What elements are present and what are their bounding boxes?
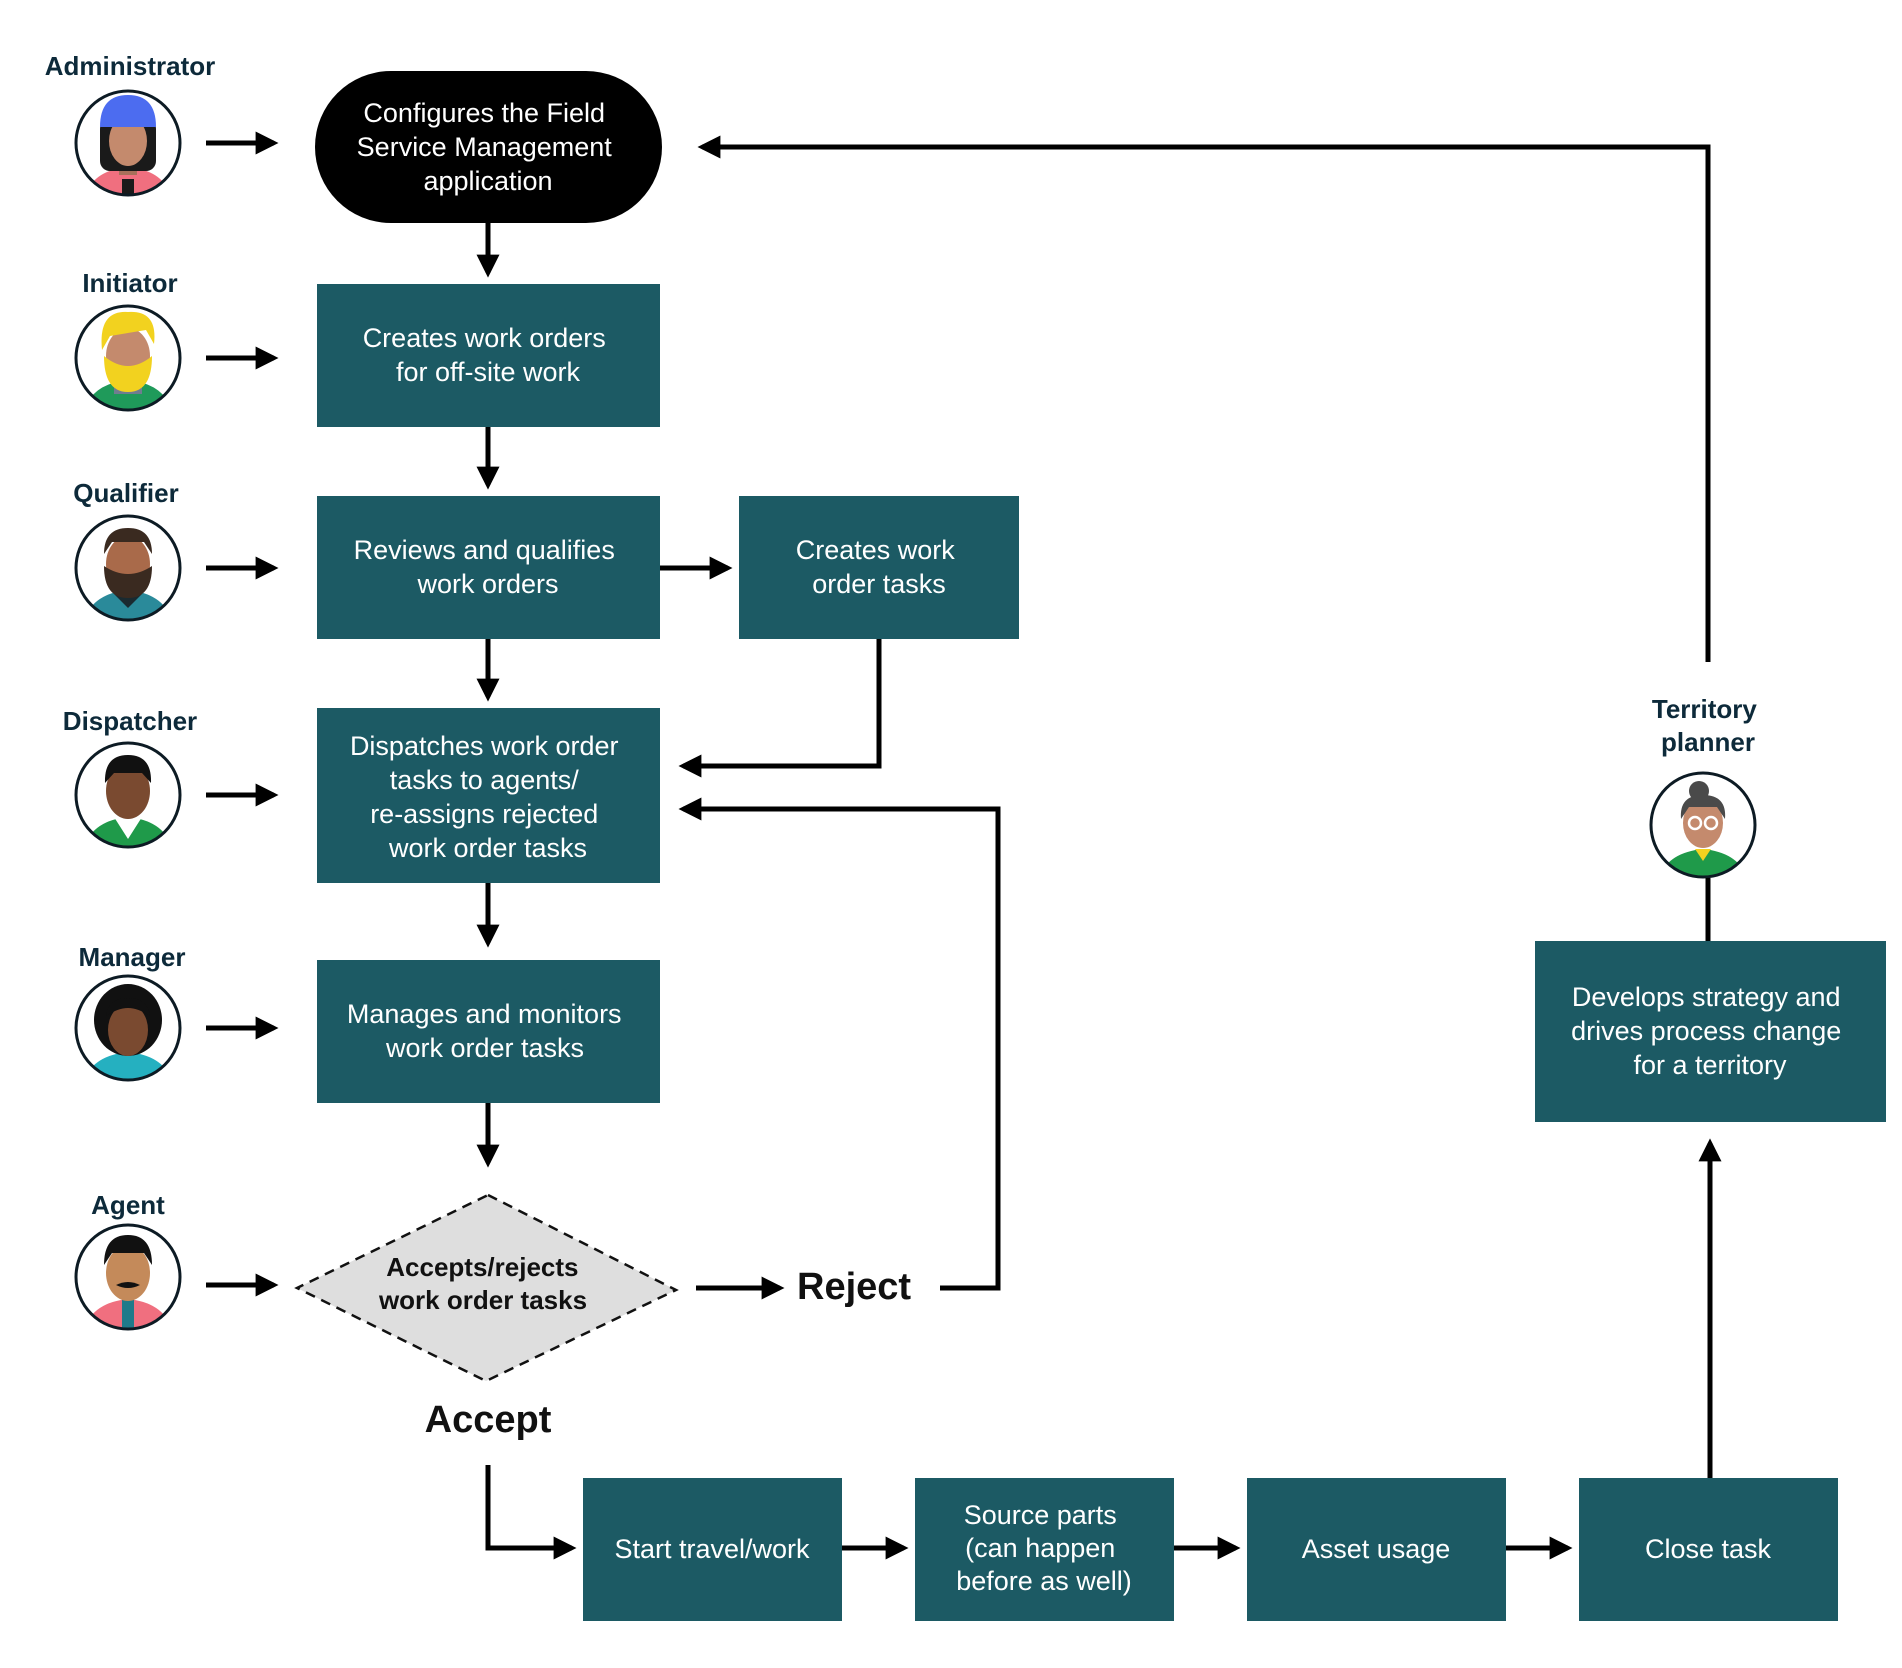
administrator-avatar-icon <box>74 89 182 197</box>
node-decision-text: Accepts/rejects work order tasks <box>378 1252 587 1315</box>
node-text-line: Start travel/work <box>614 1534 810 1564</box>
node-text-line: tasks to agents/ <box>390 765 580 795</box>
manager-avatar-icon <box>74 974 182 1082</box>
node-text-line: Develops strategy and <box>1572 982 1841 1012</box>
node-text-line: Service Management <box>357 132 613 162</box>
node-reviews-qualifies-text: Reviews and qualifies work orders <box>354 535 623 599</box>
node-text-line: order tasks <box>812 569 946 599</box>
node-develops-strategy <box>1535 941 1886 1122</box>
role-label-qualifier: Qualifier <box>73 478 178 508</box>
node-text-line: Manages and monitors <box>347 999 622 1029</box>
node-text-line: drives process change <box>1571 1016 1841 1046</box>
connector-arrow <box>697 135 1711 662</box>
node-text-line: Creates work orders <box>363 323 606 353</box>
role-label-dispatcher: Dispatcher <box>63 706 197 736</box>
role-label-territory-planner-line: Territory <box>1652 694 1758 724</box>
node-text-line: for off-site work <box>396 357 581 387</box>
node-text-line: work order tasks <box>388 833 587 863</box>
agent-avatar-icon <box>74 1223 182 1331</box>
role-label-agent: Agent <box>91 1190 165 1220</box>
branch-label-accept: Accept <box>425 1399 552 1441</box>
dispatcher-avatar-icon <box>74 741 182 849</box>
connector-arrow <box>678 639 882 778</box>
role-label-territory-planner: Territory planner <box>1652 694 1764 757</box>
node-manages-monitors-text: Manages and monitors work order tasks <box>347 999 629 1063</box>
node-develops-strategy-text: Develops strategy and drives process cha… <box>1571 982 1849 1080</box>
node-text-line: Accepts/rejects <box>386 1252 578 1282</box>
node-creates-work-orders <box>317 284 660 427</box>
node-manages-monitors <box>317 960 660 1103</box>
node-start-travel-work <box>583 1478 842 1621</box>
node-text-line: re-assigns rejected <box>370 799 598 829</box>
node-creates-work-orders-text: Creates work orders for off-site work <box>363 323 614 387</box>
node-reviews-qualifies <box>317 496 660 639</box>
node-configures-application <box>315 71 662 223</box>
node-dispatches <box>317 708 660 883</box>
node-text-line: for a territory <box>1633 1050 1787 1080</box>
role-label-administrator: Administrator <box>45 51 215 81</box>
node-text-line: (can happen <box>965 1533 1115 1563</box>
territory-planner-avatar-icon <box>1649 771 1757 879</box>
role-label-initiator: Initiator <box>82 268 177 298</box>
role-label-manager: Manager <box>79 942 186 972</box>
role-label-territory-planner-line: planner <box>1661 727 1755 757</box>
node-creates-work-order-tasks <box>739 496 1019 639</box>
node-creates-work-order-tasks-text: Creates work order tasks <box>796 535 963 599</box>
node-text-line: Configures the Field <box>363 98 605 128</box>
connector-arrow <box>678 797 1001 1291</box>
qualifier-avatar-icon <box>74 514 182 622</box>
node-text-line: Close task <box>1645 1534 1772 1564</box>
node-start-travel-work-text: Start travel/work <box>614 1534 810 1564</box>
node-text-line: before as well) <box>956 1566 1132 1596</box>
node-text-line: work order tasks <box>385 1033 584 1063</box>
node-close-task-text: Close task <box>1645 1534 1772 1564</box>
node-text-line: Reviews and qualifies <box>354 535 615 565</box>
node-text-line: work orders <box>416 569 558 599</box>
node-source-parts-text: Source parts (can happen before as well) <box>956 1500 1132 1596</box>
node-text-line: Source parts <box>964 1500 1117 1530</box>
node-asset-usage-text: Asset usage <box>1302 1534 1451 1564</box>
node-decision-accept-reject <box>294 1193 679 1383</box>
node-text-line: work order tasks <box>378 1285 587 1315</box>
initiator-avatar-icon <box>74 304 182 412</box>
node-close-task <box>1579 1478 1838 1621</box>
node-text-line: Creates work <box>796 535 956 565</box>
branch-label-reject: Reject <box>797 1266 911 1308</box>
node-asset-usage <box>1247 1478 1506 1621</box>
node-text-line: application <box>423 166 552 196</box>
node-dispatches-text: Dispatches work order tasks to agents/ r… <box>350 731 626 863</box>
node-text-line: Asset usage <box>1302 1534 1451 1564</box>
node-configures-application-text: Configures the Field Service Management … <box>357 98 620 196</box>
node-text-line: Dispatches work order <box>350 731 619 761</box>
node-source-parts <box>915 1478 1174 1621</box>
connector-arrow <box>485 1465 577 1560</box>
